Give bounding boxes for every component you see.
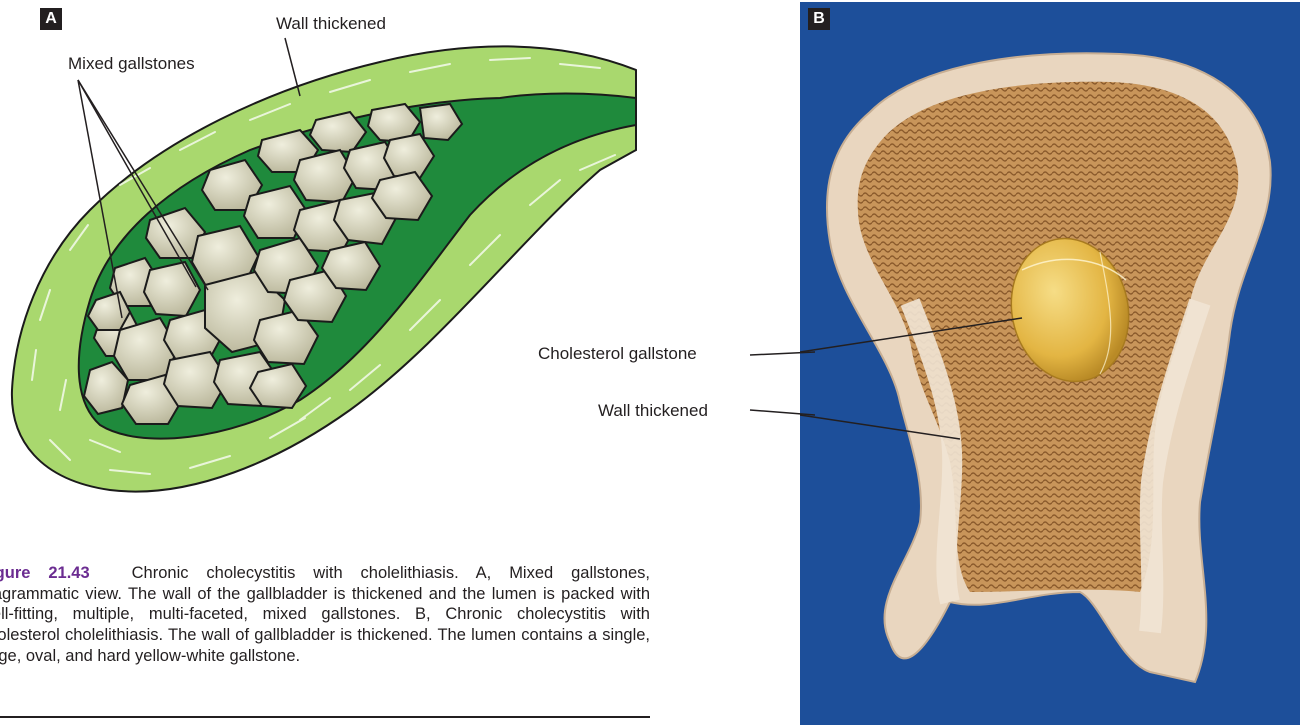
gallbladder-diagram	[0, 0, 660, 540]
caption-text: Chronic cholecystitis with cholelithiasi…	[0, 564, 650, 665]
figure-number: Figure 21.43	[0, 564, 90, 582]
panel-a-tag: A	[40, 8, 62, 30]
label-wall-thickened-b: Wall thickened	[598, 401, 708, 421]
panel-b-photo: B	[800, 2, 1300, 725]
leader-lines-b	[735, 340, 815, 420]
label-cholesterol-gallstone: Cholesterol gallstone	[538, 344, 697, 364]
label-mixed-gallstones: Mixed gallstones	[68, 54, 195, 74]
caption-rule	[0, 716, 650, 718]
gallbladder-photo	[800, 2, 1300, 725]
panel-b-tag: B	[808, 8, 830, 30]
panel-a-diagram: A Wall thickened Mixed gallstones	[0, 0, 660, 540]
label-wall-thickened-a: Wall thickened	[276, 14, 386, 34]
